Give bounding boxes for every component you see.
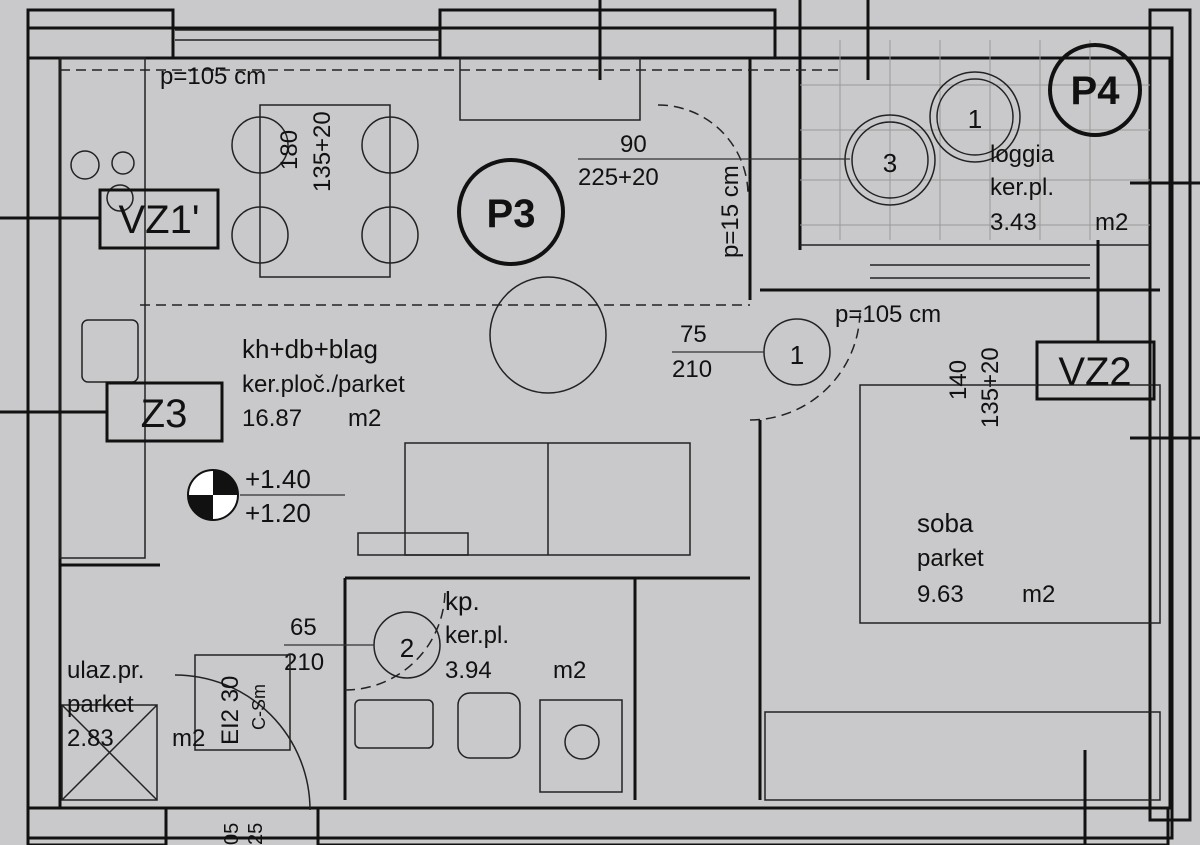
washbasin [354,699,434,749]
dining-table [259,104,391,278]
entrance-door-type: C-Sm [249,684,269,730]
chair [231,116,289,174]
door-1-number: 1 [790,340,804,370]
loggia-door-swing [657,104,749,196]
level-lower: +1.20 [245,498,311,528]
door-1-height: 210 [672,356,712,383]
chair [361,116,419,174]
marker-1-inner [936,78,1014,156]
wall-segment [26,806,168,845]
kitchen-counter [59,57,146,559]
entrance-door-rating: EI2 30 [217,676,244,745]
p3-name: kh+db+blag [242,334,378,364]
vz1-label: VZ1' [119,198,200,242]
side-parapet: p=15 cm [717,165,744,258]
p3-area: 16.87 [242,405,302,432]
toilet [457,692,521,759]
level-marker-icon [187,469,239,521]
door-1-width: 75 [680,321,707,348]
furniture [59,57,1161,801]
marker-1-outer [929,71,1021,163]
room-tag-p4 [1048,43,1142,137]
vz2-label: VZ2 [1058,350,1131,394]
chair [231,206,289,264]
entrance-door-height: 25 [245,823,267,845]
p4-floor: ker.pl. [990,174,1054,201]
door-2-width: 65 [290,614,317,641]
round-table [489,276,607,394]
drum [564,724,600,760]
vz2-box [1035,340,1156,401]
p4-area: 3.43 [990,209,1037,236]
room-tag-p3 [457,158,565,266]
chair [361,206,419,264]
ulaz-name: ulaz.pr. [67,657,144,684]
level-upper: +1.40 [245,464,311,494]
loggia-door-height: 225+20 [578,164,659,191]
wall-segment [438,8,777,60]
entrance-door-width: 05 [221,823,243,845]
entrance-tag-box [194,654,291,751]
p4-unit: m2 [1095,209,1128,236]
z3-label: Z3 [141,392,188,436]
soba-name: soba [917,508,974,538]
p3-floor: ker.ploč./parket [242,371,405,398]
stove-burner [111,151,135,175]
door-swings [174,104,861,811]
p4-name: loggia [990,141,1055,168]
door-2-number: 2 [400,633,414,663]
soba-unit: m2 [1022,581,1055,608]
wall-segment [1148,8,1192,822]
stove-burner [106,184,134,212]
soba-window-dim-a: 140 [945,360,972,400]
door-swing-1 [749,309,861,421]
wall-segment [316,806,1170,845]
marker-3-outer [844,114,936,206]
room-tag-p4-label: P4 [1071,69,1121,113]
window-dim-b: 135+20 [309,111,336,192]
stove-burner [70,150,100,180]
door-swing-2 [344,589,446,691]
ulaz-area: 2.83 [67,725,114,752]
shaft [61,704,158,801]
labels: p=105 cm 180 135+20 90 225+20 p=15 cm p=… [67,63,1128,845]
window-dim-a: 180 [276,130,303,170]
top-parapet: p=105 cm [160,63,266,90]
marker-1-label: 1 [968,104,982,134]
p3-unit: m2 [348,405,381,432]
marker-3-inner [851,121,929,199]
soba-window-dim-b: 135+20 [977,347,1004,428]
soba-floor: parket [917,545,984,572]
tv-unit [459,57,641,121]
room-tag-p3-label: P3 [487,192,536,236]
entrance-door-swing [174,674,311,811]
kp-floor: ker.pl. [445,622,509,649]
sink [81,319,139,383]
radiator [357,532,469,556]
marker-3-label: 3 [883,148,897,178]
ulaz-unit: m2 [172,725,205,752]
walls [26,0,1192,845]
loggia-door-width: 90 [620,131,647,158]
soba-area: 9.63 [917,581,964,608]
ulaz-floor: parket [67,691,134,718]
kp-area: 3.94 [445,657,492,684]
wall-segment [26,8,175,60]
bed [859,384,1161,624]
washing-machine [539,699,623,793]
kp-unit: m2 [553,657,586,684]
kp-name: kp. [445,586,480,616]
wardrobe [764,711,1161,801]
soba-parapet: p=105 cm [835,301,941,328]
